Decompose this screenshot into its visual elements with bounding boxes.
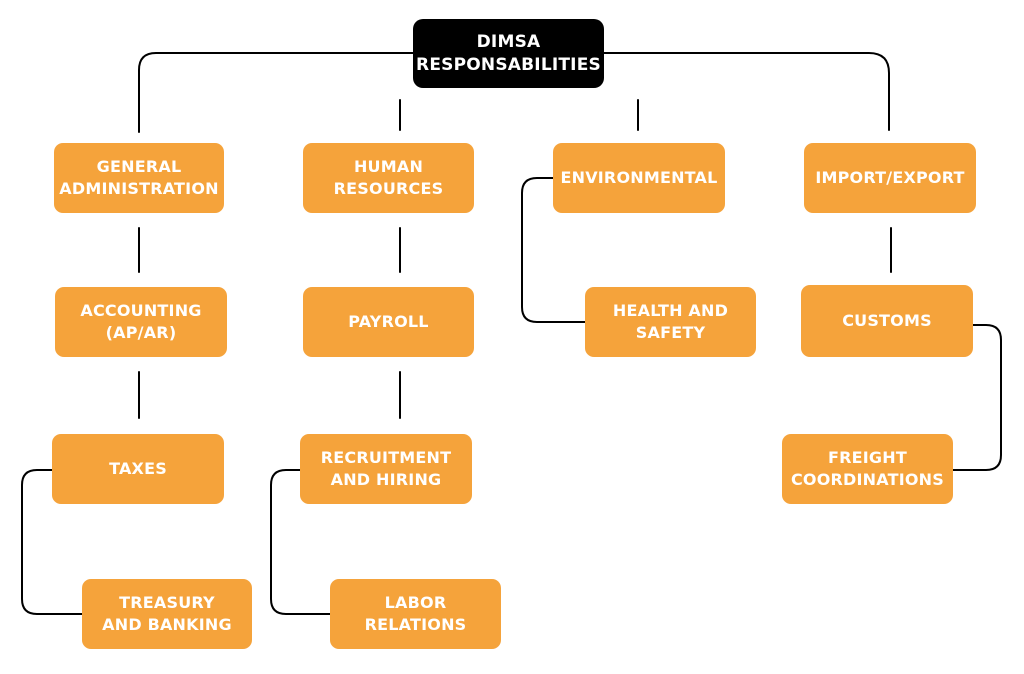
node-payroll: PAYROLL: [303, 287, 474, 357]
node-taxes: TAXES: [52, 434, 224, 504]
node-accounting: ACCOUNTING (AP/AR): [55, 287, 227, 357]
node-health-and-safety: HEALTH AND SAFETY: [585, 287, 756, 357]
node-import-export: IMPORT/EXPORT: [804, 143, 976, 213]
node-recruitment-and-hiring: RECRUITMENT AND HIRING: [300, 434, 472, 504]
node-human-resources: HUMAN RESOURCES: [303, 143, 474, 213]
node-environmental: ENVIRONMENTAL: [553, 143, 725, 213]
node-labor-relations: LABOR RELATIONS: [330, 579, 501, 649]
node-general-administration: GENERAL ADMINISTRATION: [54, 143, 224, 213]
node-freight-coordinations: FREIGHT COORDINATIONS: [782, 434, 953, 504]
node-customs: CUSTOMS: [801, 285, 973, 357]
root-node: DIMSA RESPONSABILITIES: [413, 19, 604, 88]
node-treasury-and-banking: TREASURY AND BANKING: [82, 579, 252, 649]
